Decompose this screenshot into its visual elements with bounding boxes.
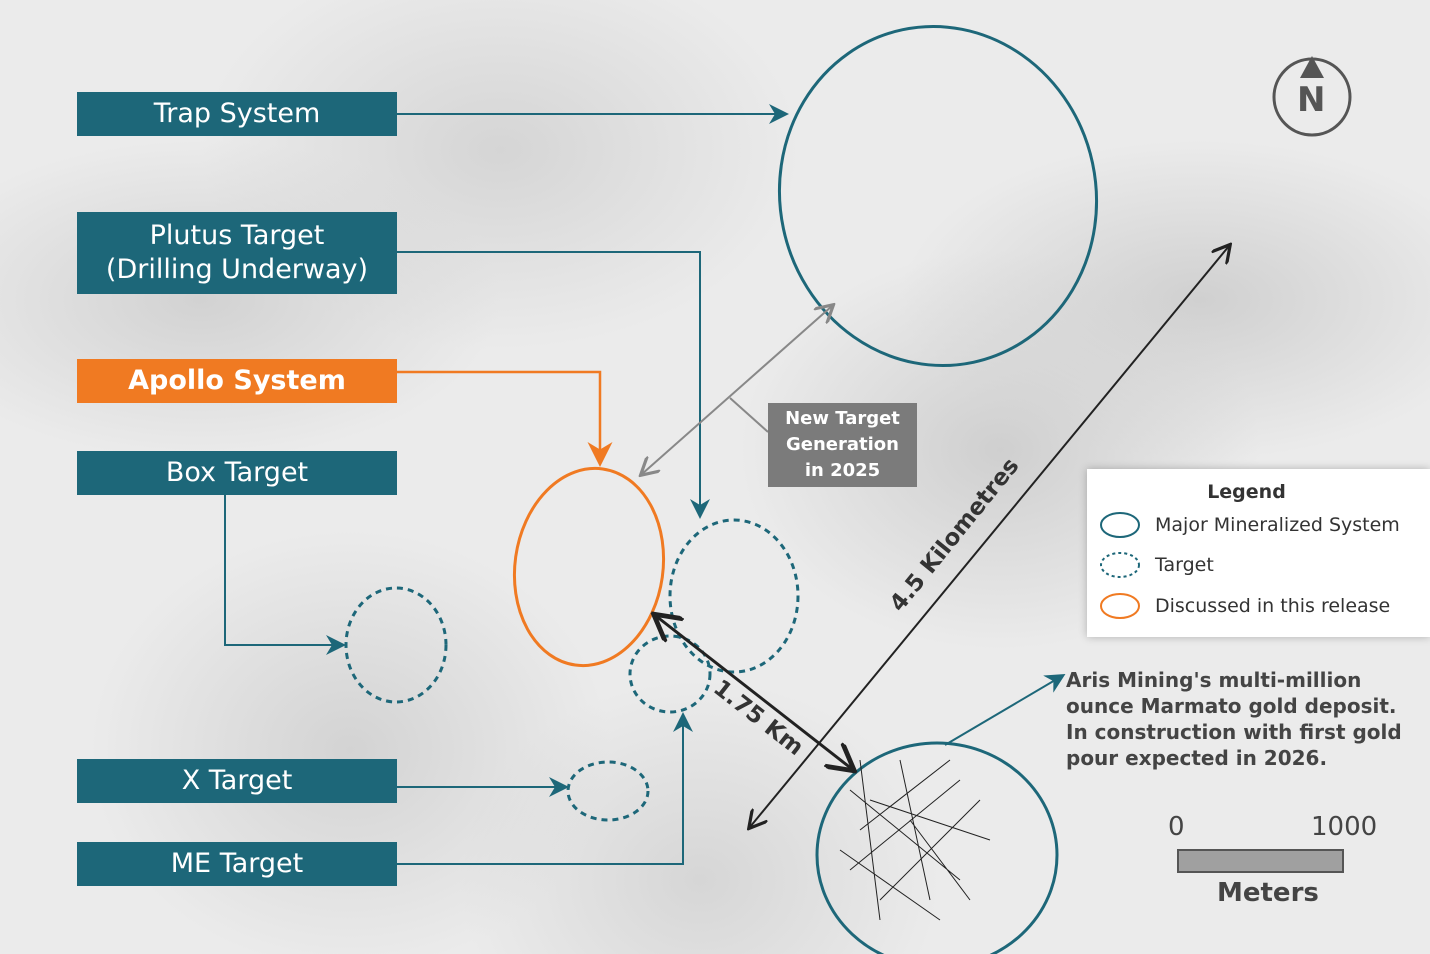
legend-item-major: Major Mineralized System (1155, 514, 1400, 536)
plutus-target-label: Plutus Target(Drilling Underway) (77, 212, 397, 294)
plutus-text-1: Plutus Target (149, 220, 325, 251)
legend: Legend Major Mineralized System Target D… (1087, 469, 1430, 637)
box-text: Box Target (165, 457, 309, 488)
scale-max: 1000 (1311, 812, 1378, 842)
me-connector (397, 712, 693, 865)
box-connector (224, 495, 346, 655)
apollo-connector (397, 370, 613, 467)
plutus-connector (397, 251, 710, 519)
me-target-label: ME Target (77, 842, 397, 886)
x-target-label: X Target (77, 759, 397, 803)
apollo-system-ellipse (512, 466, 666, 668)
new-target-line-1: New Target (785, 408, 900, 429)
new-target-bracket (729, 397, 769, 433)
legend-title: Legend (1207, 481, 1286, 503)
apollo-text: Apollo System (128, 365, 346, 396)
trap-system-label: Trap System (77, 92, 397, 136)
marmato-note: Aris Mining's multi-million ounce Marmat… (1066, 668, 1402, 770)
scale-bar (1177, 849, 1344, 873)
trap-system-ellipse (777, 25, 1099, 367)
marmato-deposit-ellipse (815, 741, 1059, 954)
legend-item-discussed: Discussed in this release (1155, 595, 1391, 617)
plutus-text-2: (Drilling Underway) (105, 254, 369, 285)
x-text: X Target (181, 765, 293, 796)
discussed-icon (1100, 593, 1140, 619)
legend-item-target: Target (1155, 554, 1214, 576)
trap-system-text: Trap System (153, 98, 321, 129)
vein-traces (839, 759, 991, 921)
major-system-icon (1100, 512, 1140, 538)
scale-min: 0 (1168, 812, 1185, 842)
new-target-box: New Target Generation in 2025 (768, 403, 917, 487)
new-target-line-3: in 2025 (804, 460, 881, 481)
box-target-label: Box Target (77, 451, 397, 495)
target-icon (1100, 552, 1140, 578)
marmato-connector (944, 673, 1066, 746)
distance-1-75-km-arrow (656, 616, 852, 769)
me-text: ME Target (170, 848, 304, 879)
x-target-ellipse (566, 760, 650, 822)
box-target-ellipse (344, 586, 448, 704)
scale-unit: Meters (1217, 878, 1319, 908)
north-arrow-icon (1272, 56, 1352, 137)
apollo-system-label: Apollo System (77, 359, 397, 403)
new-target-line-2: Generation (786, 434, 899, 455)
north-label: N (1297, 80, 1326, 120)
plutus-target-ellipse (668, 518, 800, 674)
